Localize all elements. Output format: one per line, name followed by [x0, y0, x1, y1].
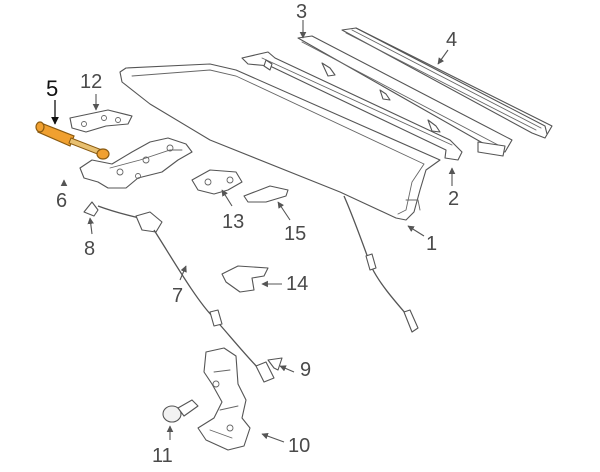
callout-7: 7 — [172, 285, 183, 307]
callouts: 1 2 3 4 5 6 7 8 9 10 11 12 13 14 15 — [46, 1, 459, 467]
part-14-bracket — [221, 265, 269, 293]
part-13-bracket — [191, 169, 243, 195]
callout-10: 10 — [288, 435, 310, 457]
part-12-bracket — [69, 109, 133, 133]
callout-2: 2 — [448, 188, 459, 210]
callout-15: 15 — [284, 223, 306, 245]
part-4-weatherstrip — [341, 27, 553, 139]
callout-3: 3 — [296, 1, 307, 23]
part-1-deck-lid — [119, 63, 441, 333]
part-15-clip — [243, 185, 289, 203]
part-2-molding — [241, 51, 463, 161]
callout-14: 14 — [286, 273, 308, 295]
part-3-seal — [297, 35, 513, 157]
callout-6: 6 — [56, 190, 67, 212]
part-11-bolt — [162, 399, 199, 423]
callout-9: 9 — [300, 359, 311, 381]
callout-4: 4 — [446, 29, 457, 51]
part-8-clip — [83, 201, 99, 217]
leader-lines — [51, 20, 456, 443]
callout-8: 8 — [84, 238, 95, 260]
part-10-latch — [197, 347, 251, 451]
callout-11: 11 — [152, 445, 173, 467]
part-9-clip — [267, 357, 283, 371]
callout-13: 13 — [222, 211, 244, 233]
callout-12: 12 — [80, 71, 102, 93]
part-7-cable — [97, 205, 275, 383]
part-5-gas-strut — [35, 121, 110, 160]
part-6-hinge — [79, 137, 193, 189]
callout-1: 1 — [426, 233, 437, 255]
callout-5: 5 — [46, 76, 58, 101]
